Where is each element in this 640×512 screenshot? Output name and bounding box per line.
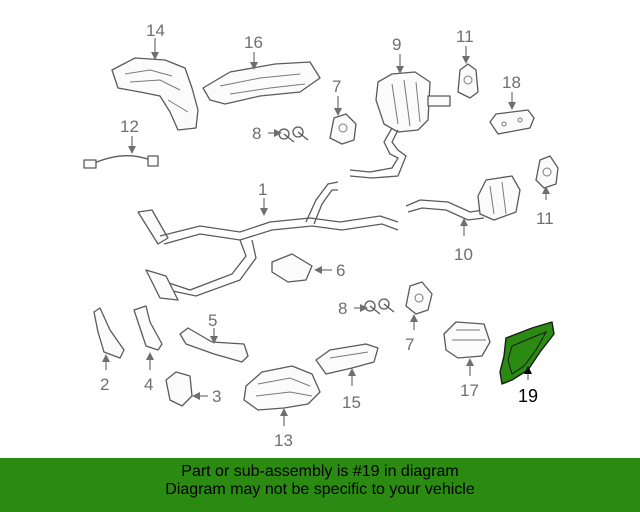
callout-13: 13 xyxy=(274,431,293,450)
part-7-hanger-top[interactable] xyxy=(329,113,357,145)
callout-10: 10 xyxy=(454,245,473,264)
part-11-hanger-right[interactable] xyxy=(535,155,559,189)
part-18-bracket[interactable] xyxy=(489,109,535,135)
callout-18: 18 xyxy=(502,73,521,92)
info-banner: Part or sub-assembly is #19 in diagram D… xyxy=(0,458,640,512)
banner-line-disclaimer: Diagram may not be specific to your vehi… xyxy=(165,481,475,498)
part-1-front-pipe[interactable] xyxy=(137,181,399,301)
part-11-hanger-top[interactable] xyxy=(457,63,479,99)
callout-11-top: 11 xyxy=(456,27,474,46)
part-15-heat-shield[interactable] xyxy=(315,343,379,375)
callout-7-lower: 7 xyxy=(405,335,414,354)
banner-line-part: Part or sub-assembly is #19 in diagram xyxy=(181,463,459,480)
callout-7-top: 7 xyxy=(332,77,341,96)
part-13-heat-shield[interactable] xyxy=(243,365,321,411)
part-7-hanger-lower[interactable] xyxy=(405,281,433,315)
callout-4: 4 xyxy=(144,375,153,394)
callout-19: 19 xyxy=(518,386,538,406)
callout-6: 6 xyxy=(336,261,345,280)
callout-15: 15 xyxy=(342,393,361,412)
callout-8-top: 8 xyxy=(252,124,261,143)
callout-12: 12 xyxy=(120,117,139,136)
callout-8-lower: 8 xyxy=(338,299,347,318)
callout-3: 3 xyxy=(212,387,221,406)
callout-2: 2 xyxy=(100,375,109,394)
part-10-rear-muffler[interactable] xyxy=(405,175,521,221)
callout-9: 9 xyxy=(392,35,401,54)
part-2-bracket[interactable] xyxy=(93,307,125,359)
part-16-heat-shield[interactable] xyxy=(202,61,321,105)
callout-11-right: 11 xyxy=(536,209,554,228)
callout-5: 5 xyxy=(208,311,217,330)
callout-14: 14 xyxy=(146,21,165,40)
part-9-muffler[interactable] xyxy=(349,71,451,179)
part-19-heat-shield-highlighted[interactable] xyxy=(499,321,555,385)
callout-17: 17 xyxy=(460,381,479,400)
part-8-bolts-lower[interactable] xyxy=(364,298,395,315)
part-4-bracket[interactable] xyxy=(133,305,163,351)
part-3-bracket[interactable] xyxy=(165,371,193,407)
parts-diagram: 14 16 9 11 7 18 8 xyxy=(83,21,559,450)
part-12-oxygen-sensor[interactable] xyxy=(83,154,159,169)
part-5-bracket[interactable] xyxy=(179,327,249,363)
part-17-heat-shield[interactable] xyxy=(443,321,491,359)
part-14-heat-shield[interactable] xyxy=(111,57,199,131)
part-8-bolts-top[interactable] xyxy=(278,126,309,143)
callout-1: 1 xyxy=(258,180,267,199)
callout-16: 16 xyxy=(244,33,263,52)
part-6-bracket[interactable] xyxy=(271,253,313,283)
